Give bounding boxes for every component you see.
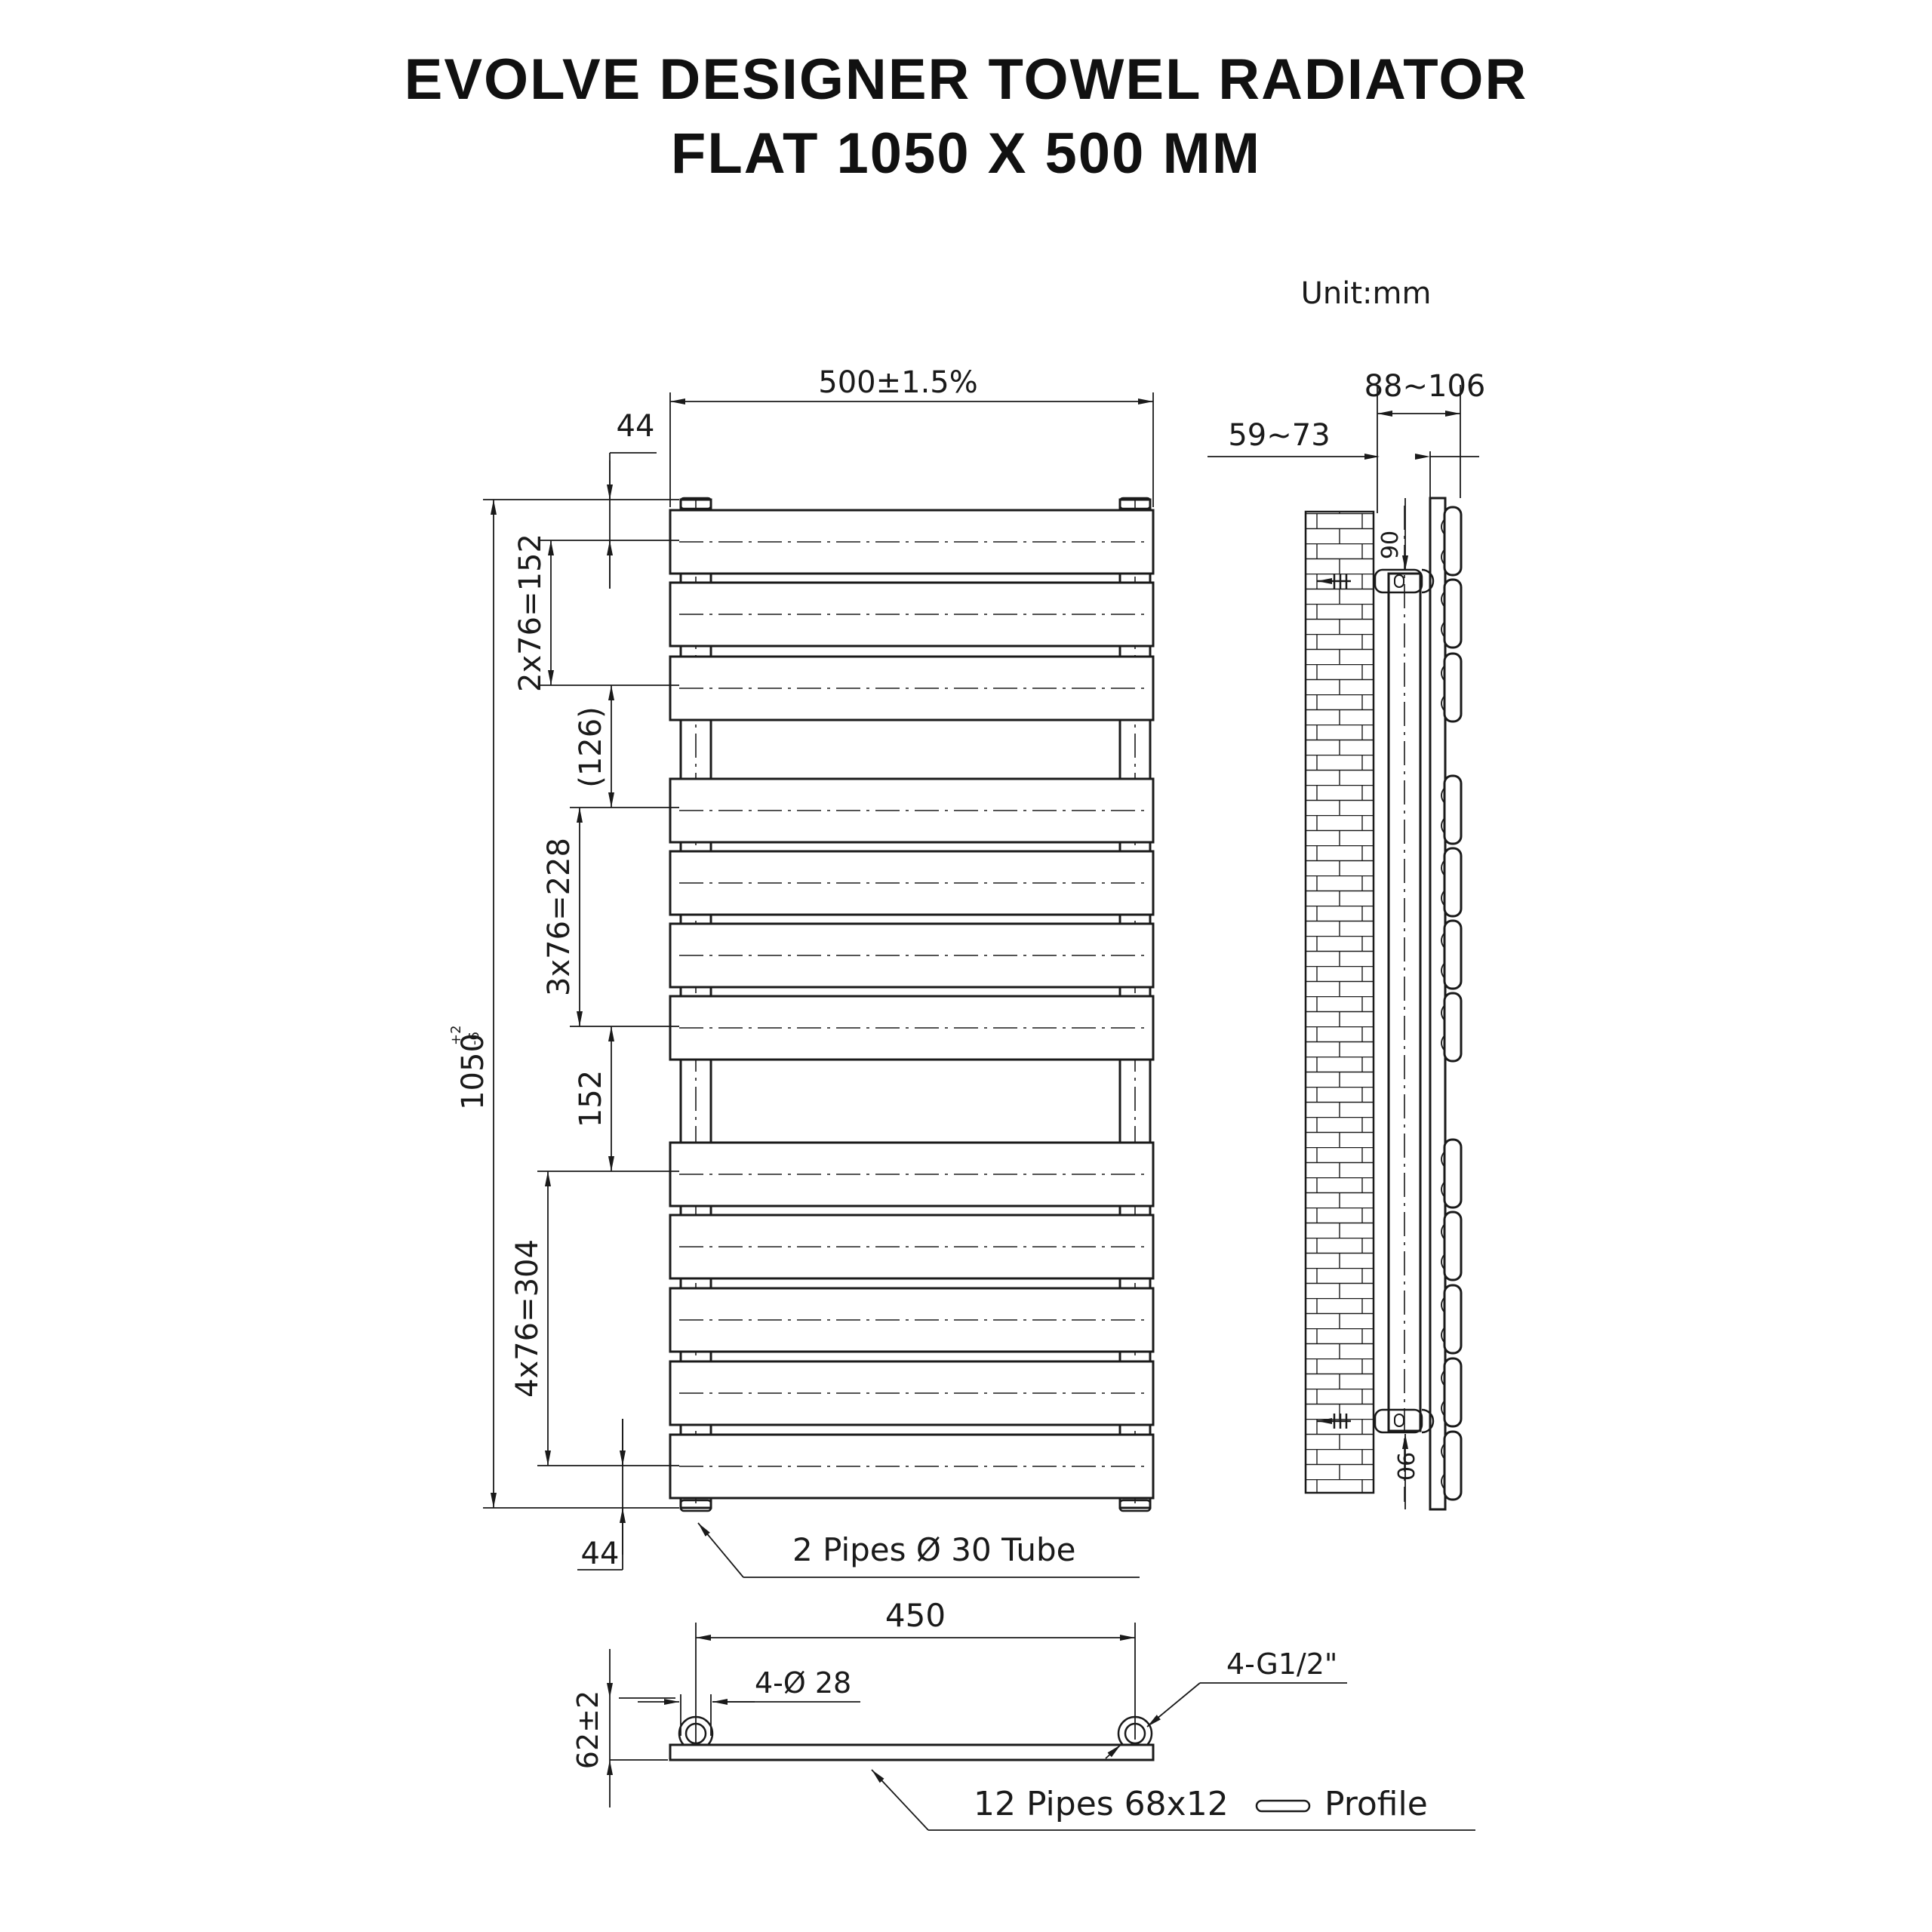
bottom-left-pipe-cap [679, 1499, 712, 1512]
bottom-view: 450 4-Ø 28 62±2 4-G1/2" 12 Pipes 68x12 P [571, 1597, 1475, 1831]
side-bar-profile [1443, 506, 1463, 577]
bottom-valve-dimension: 90 [1392, 1452, 1418, 1481]
gap1-dimension: (126) [574, 706, 608, 788]
top-valve-dimension: 90 [1377, 531, 1404, 559]
side-bar-notch [1441, 932, 1445, 979]
flat-bars-group [669, 509, 1155, 1500]
top-wall-bracket [1374, 568, 1423, 594]
side-bar-profile [1443, 847, 1463, 918]
pipes-note: 2 Pipes Ø 30 Tube [792, 1531, 1075, 1568]
height-tolerance-minus: -6 [466, 1032, 482, 1045]
bottom-right-pipe-cap [1118, 1499, 1152, 1512]
side-bar-profile [1443, 1357, 1463, 1428]
bottom-offset-dimension: 44 [581, 1537, 620, 1571]
width-dimension: 500±1.5% [818, 365, 977, 400]
side-bar-notch [1441, 1151, 1445, 1198]
title-line-1: EVOLVE DESIGNER TOWEL RADIATOR [404, 48, 1528, 112]
side-bar-profile [1443, 1138, 1463, 1209]
title-line-2: FLAT 1050 X 500 MM [670, 122, 1262, 186]
total-height-dimension: 1050 [456, 1033, 491, 1110]
depth-total-dimension: 88~106 [1364, 369, 1486, 404]
side-bar-profile [1443, 919, 1463, 990]
brick-wall [1304, 510, 1375, 1494]
side-bar-notch [1441, 1004, 1445, 1051]
profile-word: Profile [1324, 1785, 1428, 1823]
side-bar-notch [1441, 1443, 1445, 1490]
side-view: 88~106 59~73 90 90 [1208, 369, 1486, 1511]
top-right-pipe-cap [1118, 497, 1152, 510]
side-bar-profile [1443, 1284, 1463, 1355]
gap2-dimension: 152 [574, 1070, 608, 1128]
side-bar-profiles [1441, 506, 1463, 1501]
wall-offset-dimension: 59~73 [1228, 418, 1330, 453]
pipe-diameter-label: 4-Ø 28 [755, 1666, 851, 1700]
side-bar-notch [1441, 665, 1445, 712]
side-bar-notch [1441, 787, 1445, 834]
front-view: 500±1.5% 44 1050 +2 -6 2x76=152 (126) 3x… [448, 365, 1155, 1578]
depth-dimension: 62±2 [571, 1690, 605, 1769]
side-bar-notch [1441, 1370, 1445, 1417]
side-bar-notch [1441, 591, 1445, 638]
side-bar-profile [1443, 774, 1463, 845]
thread-label: 4-G1/2" [1226, 1647, 1337, 1681]
side-bar-notch [1441, 518, 1445, 565]
side-bar-notch [1441, 1297, 1445, 1343]
profile-pipes-label: 12 Pipes 68x12 [974, 1785, 1229, 1823]
centers-dimension: 450 [885, 1597, 946, 1634]
group3-spacing-dimension: 4x76=304 [510, 1239, 545, 1398]
side-bar-profile [1443, 992, 1463, 1063]
side-panel [1429, 497, 1447, 1511]
top-left-pipe-cap [679, 497, 712, 510]
side-bar-notch [1441, 1223, 1445, 1270]
bottom-wall-bracket [1374, 1408, 1423, 1434]
height-tolerance-plus: +2 [448, 1025, 464, 1045]
side-bar-profile [1443, 1430, 1463, 1501]
unit-label: Unit:mm [1301, 276, 1432, 311]
bar-profile-plan [669, 1743, 1155, 1761]
side-bar-notch [1441, 860, 1445, 906]
side-bar-profile [1443, 578, 1463, 649]
top-offset-dimension: 44 [617, 409, 655, 444]
side-bar-profile [1443, 1211, 1463, 1281]
group2-spacing-dimension: 3x76=228 [542, 838, 577, 996]
profile-shape-icon [1255, 1799, 1311, 1813]
side-bar-profile [1443, 652, 1463, 723]
group1-spacing-dimension: 2x76=152 [513, 534, 548, 692]
